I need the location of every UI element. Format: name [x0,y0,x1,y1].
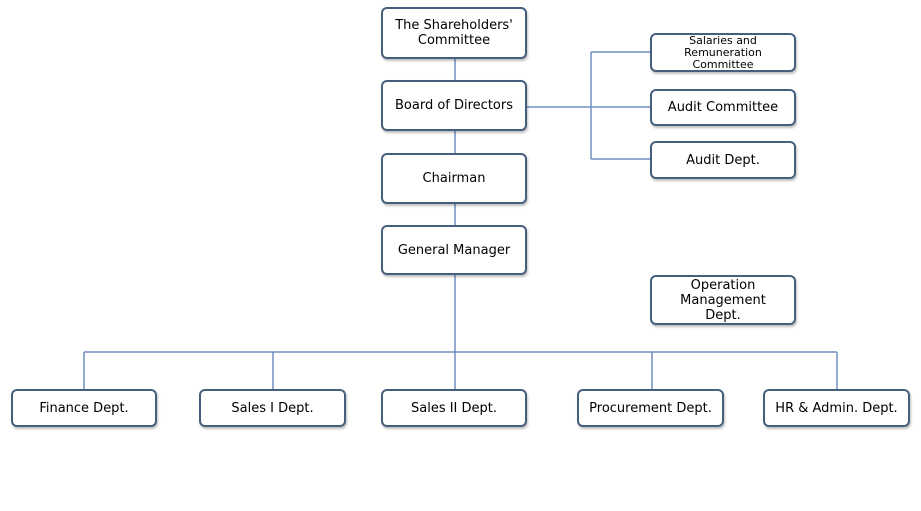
board-of-directors-label: Board of Directors [395,98,513,113]
audit-dept-box: Audit Dept. [650,141,796,179]
audit-committee-box: Audit Committee [650,89,796,126]
operation-management-dept-box: Operation Management Dept. [650,275,796,325]
finance-dept-box: Finance Dept. [11,389,157,427]
shareholders-committee-label: The Shareholders' Committee [395,18,513,48]
operation-management-dept-label: Operation Management Dept. [680,277,766,323]
hr-admin-dept-box: HR & Admin. Dept. [763,389,910,427]
sales-i-dept-label: Sales I Dept. [231,400,314,416]
shareholders-committee-box: The Shareholders' Committee [381,7,527,59]
sales-i-dept-box: Sales I Dept. [199,389,346,427]
general-manager-box: General Manager [381,225,527,275]
sales-ii-dept-label: Sales II Dept. [410,400,498,416]
general-manager-label: General Manager [397,242,511,258]
audit-committee-label: Audit Committee [667,100,779,115]
hr-admin-dept-label: HR & Admin. Dept. [775,400,898,416]
procurement-dept-label: Procurement Dept. [589,400,712,416]
chairman-box: Chairman [381,153,527,204]
procurement-dept-box: Procurement Dept. [577,389,724,427]
audit-dept-label: Audit Dept. [686,152,760,168]
salaries-remuneration-committee-box: Salaries and Remuneration Committee [650,33,796,72]
finance-dept-label: Finance Dept. [39,400,129,416]
sales-ii-dept-box: Sales II Dept. [381,389,527,427]
board-of-directors-box: Board of Directors [381,80,527,131]
salaries-remuneration-committee-label: Salaries and Remuneration Committee [684,33,762,71]
chairman-label: Chairman [422,171,486,186]
